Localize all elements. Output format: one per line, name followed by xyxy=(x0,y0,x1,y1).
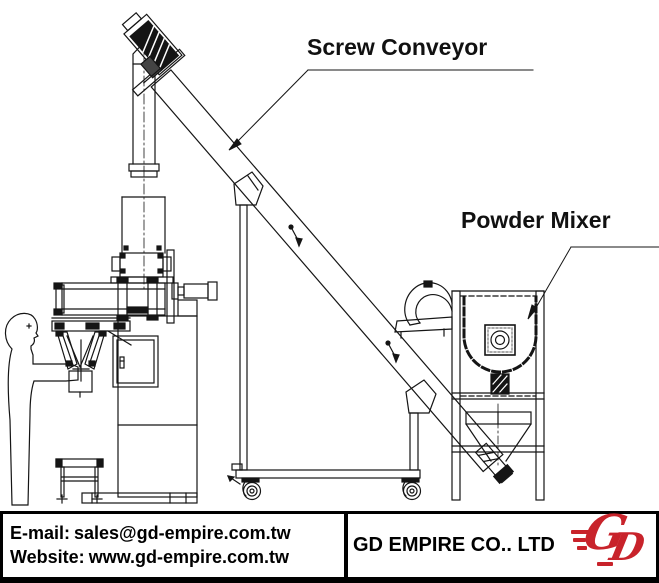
powder-mixer xyxy=(394,280,545,501)
company-box: GD EMPIRE CO.. LTD G D xyxy=(348,505,656,577)
arrowhead-screw-conveyor xyxy=(228,138,242,151)
conveyor-tube xyxy=(121,11,504,473)
conveyor-intake-cap xyxy=(474,442,515,485)
conveyor-support-frame xyxy=(231,171,437,479)
logo-speedline xyxy=(571,529,589,534)
caster-wheel-left xyxy=(227,475,262,501)
annotation-leaders xyxy=(228,69,659,320)
email-line: E-mail:sales@gd-empire.com.tw xyxy=(10,521,344,545)
tube-clamp-upper xyxy=(288,224,303,248)
machinery-line-drawing xyxy=(4,11,659,506)
logo-speedline xyxy=(573,537,586,542)
gd-logo: G D xyxy=(571,505,653,576)
mixer-inlet-elbow xyxy=(394,280,453,339)
website-value: www.gd-empire.com.tw xyxy=(88,547,290,567)
screw-conveyor xyxy=(121,11,515,501)
company-name: GD EMPIRE CO.. LTD xyxy=(353,534,555,556)
drive-motor xyxy=(129,19,180,73)
screw-conveyor-label: Screw Conveyor xyxy=(307,34,488,60)
operator-figure xyxy=(4,312,79,506)
caster-wheel-right xyxy=(401,477,422,501)
email-label: E-mail: xyxy=(10,523,71,543)
logo-speedline xyxy=(577,545,587,550)
packing-machine xyxy=(51,36,218,504)
footer-bar: E-mail:sales@gd-empire.com.tw Website:ww… xyxy=(0,505,659,583)
mixer-bearing xyxy=(484,324,516,356)
stool xyxy=(55,458,104,504)
website-line: Website:www.gd-empire.com.tw xyxy=(10,545,344,569)
filling-hopper xyxy=(121,196,166,254)
control-cabinet xyxy=(107,330,159,388)
email-value: sales@gd-empire.com.tw xyxy=(74,523,291,543)
logo-speedline xyxy=(597,561,613,566)
arrowhead-powder-mixer xyxy=(527,304,538,320)
mixing-trough xyxy=(462,295,538,374)
contact-info-box: E-mail:sales@gd-empire.com.tw Website:ww… xyxy=(3,514,344,577)
logo-letter-d: D xyxy=(606,523,649,569)
side-motor xyxy=(171,281,218,317)
website-label: Website: xyxy=(10,547,85,567)
powder-mixer-label: Powder Mixer xyxy=(461,207,611,233)
tube-clamp-lower xyxy=(385,340,400,364)
